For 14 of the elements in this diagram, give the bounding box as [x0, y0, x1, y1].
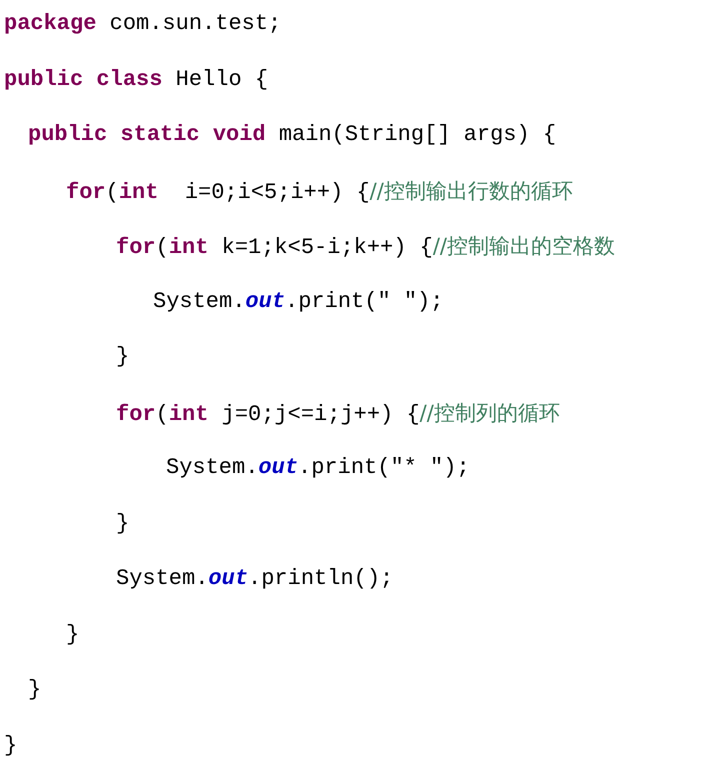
code-line: }	[66, 620, 80, 648]
code-line: System.out.print("* ");	[166, 454, 470, 482]
code-line: public class Hello {	[4, 66, 268, 94]
code-line: System.out.print(" ");	[153, 288, 444, 316]
code-line: }	[116, 343, 130, 371]
code-line: for(int i=0;i<5;i++) {//控制输出行数的循环	[66, 178, 573, 206]
code-line: package com.sun.test;	[4, 10, 282, 38]
code-line: }	[4, 732, 18, 760]
code-line: for(int k=1;k<5-i;k++) {//控制输出的空格数	[116, 233, 616, 262]
code-line: }	[116, 510, 130, 538]
code-line: }	[28, 676, 42, 704]
code-line: System.out.println();	[116, 565, 394, 593]
code-line: public static void main(String[] args) {	[28, 121, 556, 149]
code-line: for(int j=0;j<=i;j++) {//控制列的循环	[116, 400, 560, 428]
